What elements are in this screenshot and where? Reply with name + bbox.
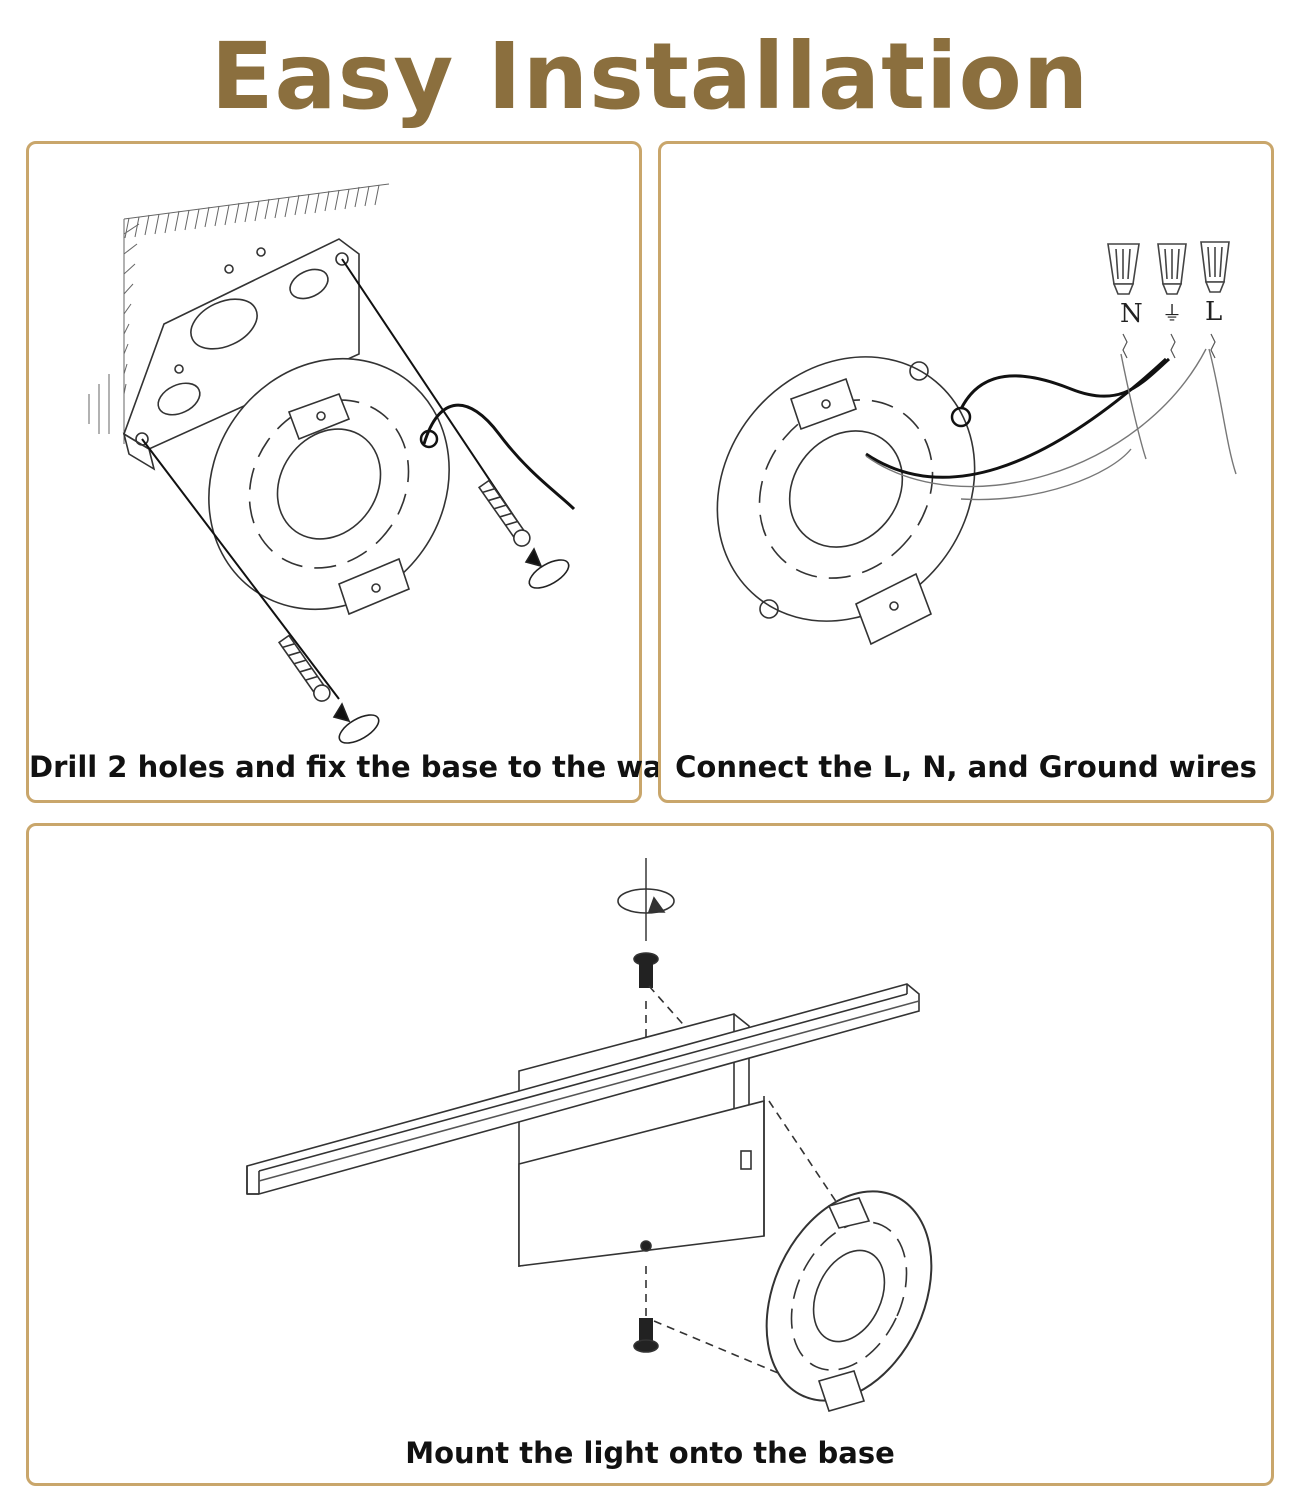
page-title: Easy Installation	[210, 23, 1090, 130]
light-bar	[246, 983, 920, 1195]
light-housing	[518, 1096, 765, 1267]
step-2-panel: N ⏚ L Connect the L, N, and Ground wires	[658, 141, 1274, 803]
neutral-label: N	[1120, 299, 1143, 329]
neutral-wire	[865, 357, 1168, 479]
wiring-illustration: N ⏚ L	[716, 241, 1237, 646]
step-3-caption: Mount the light onto the base	[405, 1436, 895, 1470]
live-label: L	[1205, 297, 1222, 327]
step-1-panel: Drill 2 holes and fix the base to the wa…	[26, 141, 683, 803]
screw-anchor	[277, 634, 331, 702]
ground-wire	[422, 403, 576, 511]
screw-icon	[633, 952, 659, 988]
wall-mount-illustration	[88, 183, 576, 744]
mounting-plate	[208, 357, 450, 616]
ground-label: ⏚	[1162, 301, 1182, 325]
live-wire	[865, 348, 1207, 488]
junction-box	[122, 238, 360, 471]
rotate-arrow-icon	[332, 702, 380, 744]
ground-wire	[959, 357, 1170, 410]
mount-light-illustration	[246, 858, 933, 1412]
step-3-panel: Mount the light onto the base	[26, 823, 1274, 1486]
wall-hatching	[88, 183, 390, 444]
mounting-plate	[716, 356, 976, 646]
wire-nut	[1200, 241, 1230, 293]
step-2-caption: Connect the L, N, and Ground wires	[675, 750, 1257, 784]
screw-anchor	[477, 479, 531, 547]
wire-nut	[1157, 243, 1187, 295]
rotate-arrow-icon	[524, 547, 570, 589]
step-1-caption: Drill 2 holes and fix the base to the wa…	[29, 750, 683, 784]
screw-icon	[633, 1318, 659, 1353]
mounting-plate	[765, 1190, 933, 1412]
rotate-arrow-icon	[617, 858, 675, 941]
wire-nut	[1107, 243, 1140, 295]
